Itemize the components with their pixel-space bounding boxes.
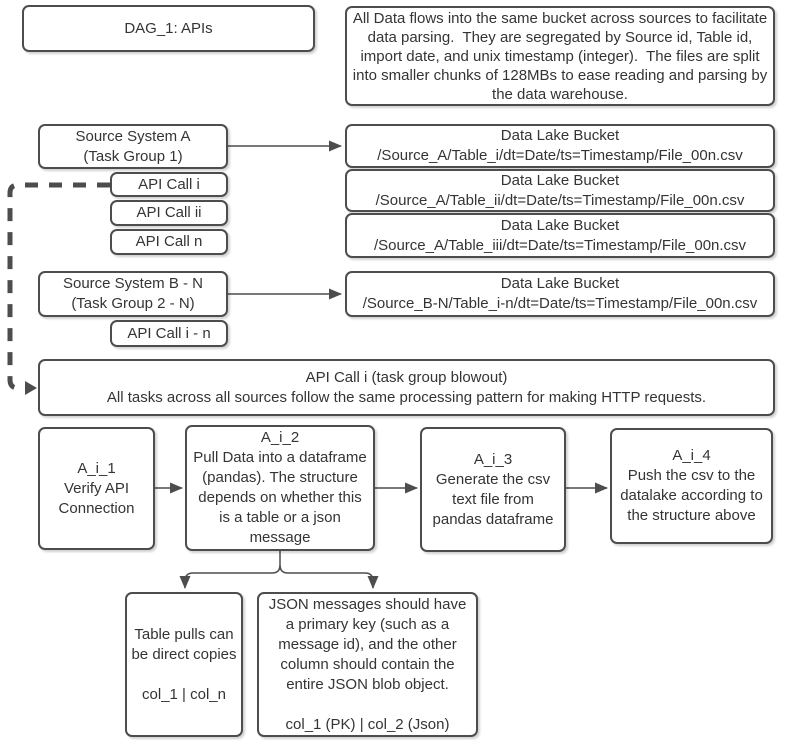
- json-messages-schema: col_1 (PK) | col_2 (Json): [285, 715, 450, 733]
- bucket-3-title: Data Lake Bucket: [500, 216, 620, 234]
- bucket-bn-title: Data Lake Bucket: [500, 275, 620, 292]
- table-pulls-schema: col_1 | col_n: [142, 685, 226, 703]
- dashed-connector-arrowhead: [25, 381, 37, 395]
- source-system-bn-box: Source System B - N (Task Group 2 - N): [38, 271, 228, 317]
- task-ai2-box: A_i_2 Pull Data into a dataframe (pandas…: [185, 425, 375, 551]
- blowout-description: All tasks across all sources follow the …: [106, 388, 707, 406]
- data-lake-bucket-1-box: Data Lake Bucket /Source_A/Table_i/dt=Da…: [345, 124, 775, 168]
- bucket-3-path: /Source_A/Table_iii/dt=Date/ts=Timestamp…: [373, 236, 747, 254]
- bucket-explanation-note: All Data flows into the same bucket acro…: [345, 6, 775, 106]
- task-ai1-body: Verify API Connection: [58, 479, 135, 517]
- api-call-ii-label: API Call ii: [136, 204, 202, 221]
- source-system-a-box: Source System A (Task Group 1): [38, 124, 228, 169]
- bucket-1-path: /Source_A/Table_i/dt=Date/ts=Timestamp/F…: [377, 147, 743, 164]
- api-call-i-n-box: API Call i - n: [110, 320, 228, 347]
- bucket-1-title: Data Lake Bucket: [500, 127, 620, 144]
- source-system-a-line2: (Task Group 1): [83, 147, 183, 165]
- api-call-n-label: API Call n: [135, 233, 203, 250]
- source-system-a-line1: Source System A: [75, 127, 191, 145]
- task-ai3-title: A_i_3: [473, 450, 513, 468]
- arrow-ai2-to-table-note: [179, 551, 281, 589]
- api-call-n-box: API Call n: [110, 229, 228, 255]
- bucket-2-title: Data Lake Bucket: [500, 171, 620, 189]
- arrow-ai2-to-json-note: [279, 564, 379, 589]
- data-lake-bucket-2-box: Data Lake Bucket /Source_A/Table_ii/dt=D…: [345, 169, 775, 212]
- task-ai3-box: A_i_3 Generate the csv text file from pa…: [420, 427, 566, 552]
- api-call-blowout-box: API Call i (task group blowout) All task…: [38, 359, 775, 416]
- bucket-bn-path: /Source_B-N/Table_i-n/dt=Date/ts=Timesta…: [362, 295, 758, 312]
- task-ai4-title: A_i_4: [672, 447, 711, 464]
- json-messages-note-text: JSON messages should have a primary key …: [268, 595, 467, 693]
- task-ai1-box: A_i_1 Verify API Connection: [38, 427, 155, 550]
- json-messages-note-box: JSON messages should have a primary key …: [257, 592, 478, 737]
- source-system-bn-line2: (Task Group 2 - N): [71, 295, 195, 312]
- dag-title: DAG_1: APIs: [124, 19, 213, 37]
- data-lake-bucket-3-box: Data Lake Bucket /Source_A/Table_iii/dt=…: [345, 213, 775, 258]
- dag-title-box: DAG_1: APIs: [22, 5, 315, 52]
- api-call-i-n-label: API Call i - n: [127, 324, 211, 342]
- task-ai1-title: A_i_1: [77, 459, 116, 477]
- api-call-i-label: API Call i: [138, 175, 200, 193]
- blowout-title: API Call i (task group blowout): [305, 368, 508, 386]
- bucket-2-path: /Source_A/Table_ii/dt=Date/ts=Timestamp/…: [375, 191, 745, 209]
- source-system-bn-line1: Source System B - N: [62, 275, 204, 292]
- api-call-ii-box: API Call ii: [110, 200, 228, 226]
- task-ai3-body: Generate the csv text file from pandas d…: [432, 470, 554, 528]
- bucket-explanation-text: All Data flows into the same bucket acro…: [352, 9, 772, 103]
- api-call-i-box: API Call i: [110, 172, 228, 197]
- table-pulls-note-box: Table pulls can be direct copies col_1 |…: [125, 592, 243, 737]
- task-ai2-body: Pull Data into a dataframe (pandas). The…: [193, 449, 367, 546]
- table-pulls-note-text: Table pulls can be direct copies: [131, 625, 237, 663]
- task-ai4-body: Push the csv to the datalake according t…: [620, 467, 763, 524]
- task-ai4-box: A_i_4 Push the csv to the datalake accor…: [610, 428, 773, 544]
- data-lake-bucket-bn-box: Data Lake Bucket /Source_B-N/Table_i-n/d…: [345, 271, 775, 317]
- task-ai2-title: A_i_2: [260, 429, 300, 446]
